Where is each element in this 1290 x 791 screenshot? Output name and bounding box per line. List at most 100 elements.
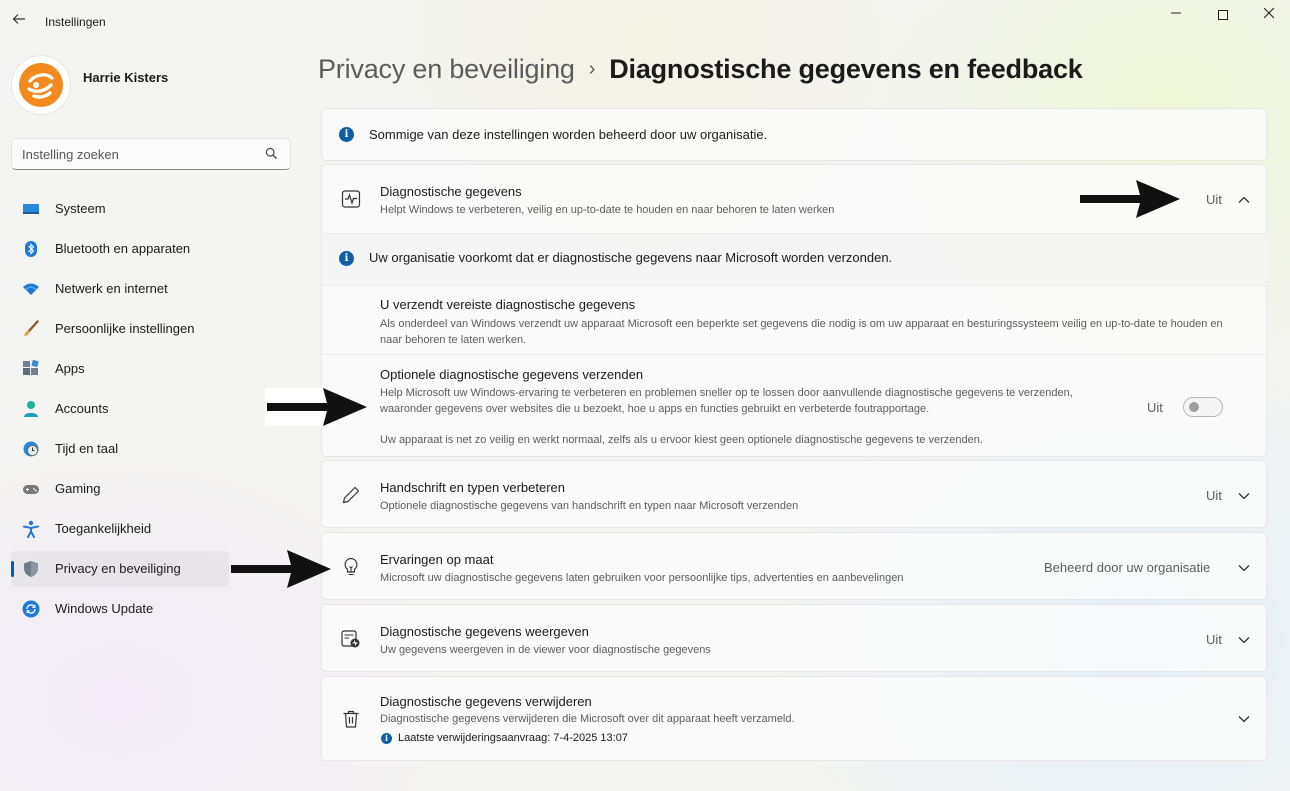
sidebar-item-windows-update[interactable]: Windows Update <box>11 591 291 627</box>
pen-icon <box>342 486 360 504</box>
divider <box>322 233 1268 234</box>
chevron-down-icon[interactable] <box>1237 633 1251 647</box>
sidebar-item-accounts[interactable]: Accounts <box>11 391 291 427</box>
sidebar-item-label: Windows Update <box>55 601 154 616</box>
close-button[interactable] <box>1249 4 1289 24</box>
diagnostic-data-section: Diagnostische gegevens Helpt Windows te … <box>321 164 1268 457</box>
chevron-down-icon[interactable] <box>1237 489 1251 503</box>
tailored-title: Ervaringen op maat <box>380 552 494 567</box>
org-notice-text: Uw organisatie voorkomt dat er diagnosti… <box>369 250 893 265</box>
view-data-title: Diagnostische gegevens weergeven <box>380 624 589 639</box>
sidebar-item-privacy[interactable]: Privacy en beveiliging <box>11 551 229 587</box>
minimize-icon <box>1171 12 1181 14</box>
diagnostic-data-header[interactable]: Diagnostische gegevens Helpt Windows te … <box>322 165 1268 233</box>
sidebar-item-systeem[interactable]: Systeem <box>11 191 291 227</box>
search-icon[interactable] <box>265 147 278 160</box>
required-data-title: U verzendt vereiste diagnostische gegeve… <box>380 297 636 312</box>
active-indicator <box>11 561 14 577</box>
handwriting-card[interactable]: Handschrift en typen verbeteren Optionel… <box>321 460 1267 528</box>
sidebar-item-label: Tijd en taal <box>55 441 119 456</box>
info-icon: i <box>339 251 354 266</box>
sidebar-item-label: Gaming <box>55 481 101 496</box>
sidebar-item-persoonlijk[interactable]: Persoonlijke instellingen <box>11 311 291 347</box>
apps-icon <box>23 360 39 375</box>
optional-data-row: Optionele diagnostische gegevens verzend… <box>322 355 1268 457</box>
sidebar-item-toegankelijkheid[interactable]: Toegankelijkheid <box>11 511 291 547</box>
sidebar-item-label: Accounts <box>55 401 109 416</box>
info-icon: i <box>381 733 392 744</box>
handwriting-title: Handschrift en typen verbeteren <box>380 480 565 495</box>
sidebar-item-label: Netwerk en internet <box>55 281 168 296</box>
globe-clock-icon <box>23 441 39 457</box>
required-data-row: U verzendt vereiste diagnostische gegeve… <box>322 286 1268 354</box>
maximize-button[interactable] <box>1203 4 1243 24</box>
search-input[interactable] <box>22 145 252 163</box>
accessibility-icon <box>23 520 39 538</box>
required-data-subtitle: Als onderdeel van Windows verzendt uw ap… <box>380 318 1223 346</box>
optional-toggle-label: Uit <box>1147 400 1163 415</box>
delete-diagnostic-data-card[interactable]: Diagnostische gegevens verwijderen Diagn… <box>321 676 1267 761</box>
optional-data-toggle[interactable] <box>1183 397 1223 417</box>
view-data-subtitle: Uw gegevens weergeven in de viewer voor … <box>380 644 711 656</box>
delete-data-last-request: Laatste verwijderingsaanvraag: 7-4-2025 … <box>398 732 628 744</box>
update-icon <box>22 600 40 618</box>
shield-icon <box>24 561 38 577</box>
back-button[interactable] <box>10 12 28 30</box>
sidebar-item-label: Apps <box>55 361 85 376</box>
org-notice-row: i Uw organisatie voorkomt dat er diagnos… <box>322 234 1268 285</box>
tailored-experiences-card[interactable]: Ervaringen op maat Microsoft uw diagnost… <box>321 532 1267 600</box>
minimize-button[interactable] <box>1156 4 1196 24</box>
sidebar-item-netwerk[interactable]: Netwerk en internet <box>11 271 291 307</box>
breadcrumb: Privacy en beveiliging › Diagnostische geg… <box>318 54 1083 85</box>
trash-icon <box>343 710 359 728</box>
chevron-up-icon[interactable] <box>1237 193 1251 207</box>
sidebar-item-label: Persoonlijke instellingen <box>55 321 195 336</box>
optional-data-subtitle: Help Microsoft uw Windows-ervaring te ve… <box>380 387 1073 415</box>
sidebar-item-gaming[interactable]: Gaming <box>11 471 291 507</box>
optional-data-footnote: Uw apparaat is net zo veilig en werkt no… <box>380 434 983 446</box>
maximize-icon <box>1218 10 1228 21</box>
diagnostic-data-title: Diagnostische gegevens <box>380 184 522 199</box>
chevron-down-icon[interactable] <box>1237 712 1251 726</box>
arrow-left-icon <box>12 14 25 24</box>
monitor-icon <box>23 204 39 214</box>
handwriting-value: Uit <box>1206 488 1222 503</box>
optional-data-title: Optionele diagnostische gegevens verzend… <box>380 367 644 382</box>
sidebar-nav: Systeem Bluetooth en apparaten Netwerk e… <box>11 191 291 631</box>
close-icon <box>1263 7 1275 19</box>
sidebar-item-label: Privacy en beveiliging <box>55 561 181 576</box>
handwriting-subtitle: Optionele diagnostische gegevens van han… <box>380 500 799 512</box>
breadcrumb-separator: › <box>588 58 596 80</box>
lightbulb-icon <box>344 557 358 576</box>
tailored-subtitle: Microsoft uw diagnostische gegevens late… <box>380 572 904 584</box>
search-box[interactable] <box>11 138 291 170</box>
chevron-down-icon[interactable] <box>1237 561 1251 575</box>
sidebar-item-bluetooth[interactable]: Bluetooth en apparaten <box>11 231 291 267</box>
managed-notice-banner: i Sommige van deze instellingen worden b… <box>321 108 1267 161</box>
data-viewer-icon <box>341 630 360 648</box>
divider <box>322 354 1268 355</box>
wifi-icon <box>23 283 39 295</box>
sidebar-item-apps[interactable]: Apps <box>11 351 291 387</box>
delete-data-subtitle: Diagnostische gegevens verwijderen die M… <box>380 713 795 725</box>
view-diagnostic-data-card[interactable]: Diagnostische gegevens weergeven Uw gege… <box>321 604 1267 672</box>
breadcrumb-parent[interactable]: Privacy en beveiliging <box>318 54 575 84</box>
tailored-value: Beheerd door uw organisatie <box>1044 560 1211 575</box>
avatar[interactable] <box>12 56 70 114</box>
window-title: Instellingen <box>45 15 106 29</box>
toggle-knob <box>1189 402 1199 412</box>
diagnostic-data-value: Uit <box>1206 192 1222 207</box>
title-bar: Instellingen <box>0 0 1290 44</box>
delete-data-title: Diagnostische gegevens verwijderen <box>380 694 592 709</box>
black-arrow-right-icon <box>231 550 331 588</box>
user-avatar-logo <box>19 63 63 107</box>
page-title: Diagnostische gegevens en feedback <box>609 54 1083 84</box>
pulse-monitor-icon <box>341 190 361 208</box>
managed-notice-text: Sommige van deze instellingen worden beh… <box>369 127 768 142</box>
user-name: Harrie Kisters <box>83 70 169 85</box>
black-arrow-right-icon <box>1080 180 1180 218</box>
sidebar-item-label: Bluetooth en apparaten <box>55 241 191 256</box>
view-data-value: Uit <box>1206 632 1222 647</box>
sidebar-item-tijd[interactable]: Tijd en taal <box>11 431 291 467</box>
sidebar-item-label: Systeem <box>55 201 106 216</box>
